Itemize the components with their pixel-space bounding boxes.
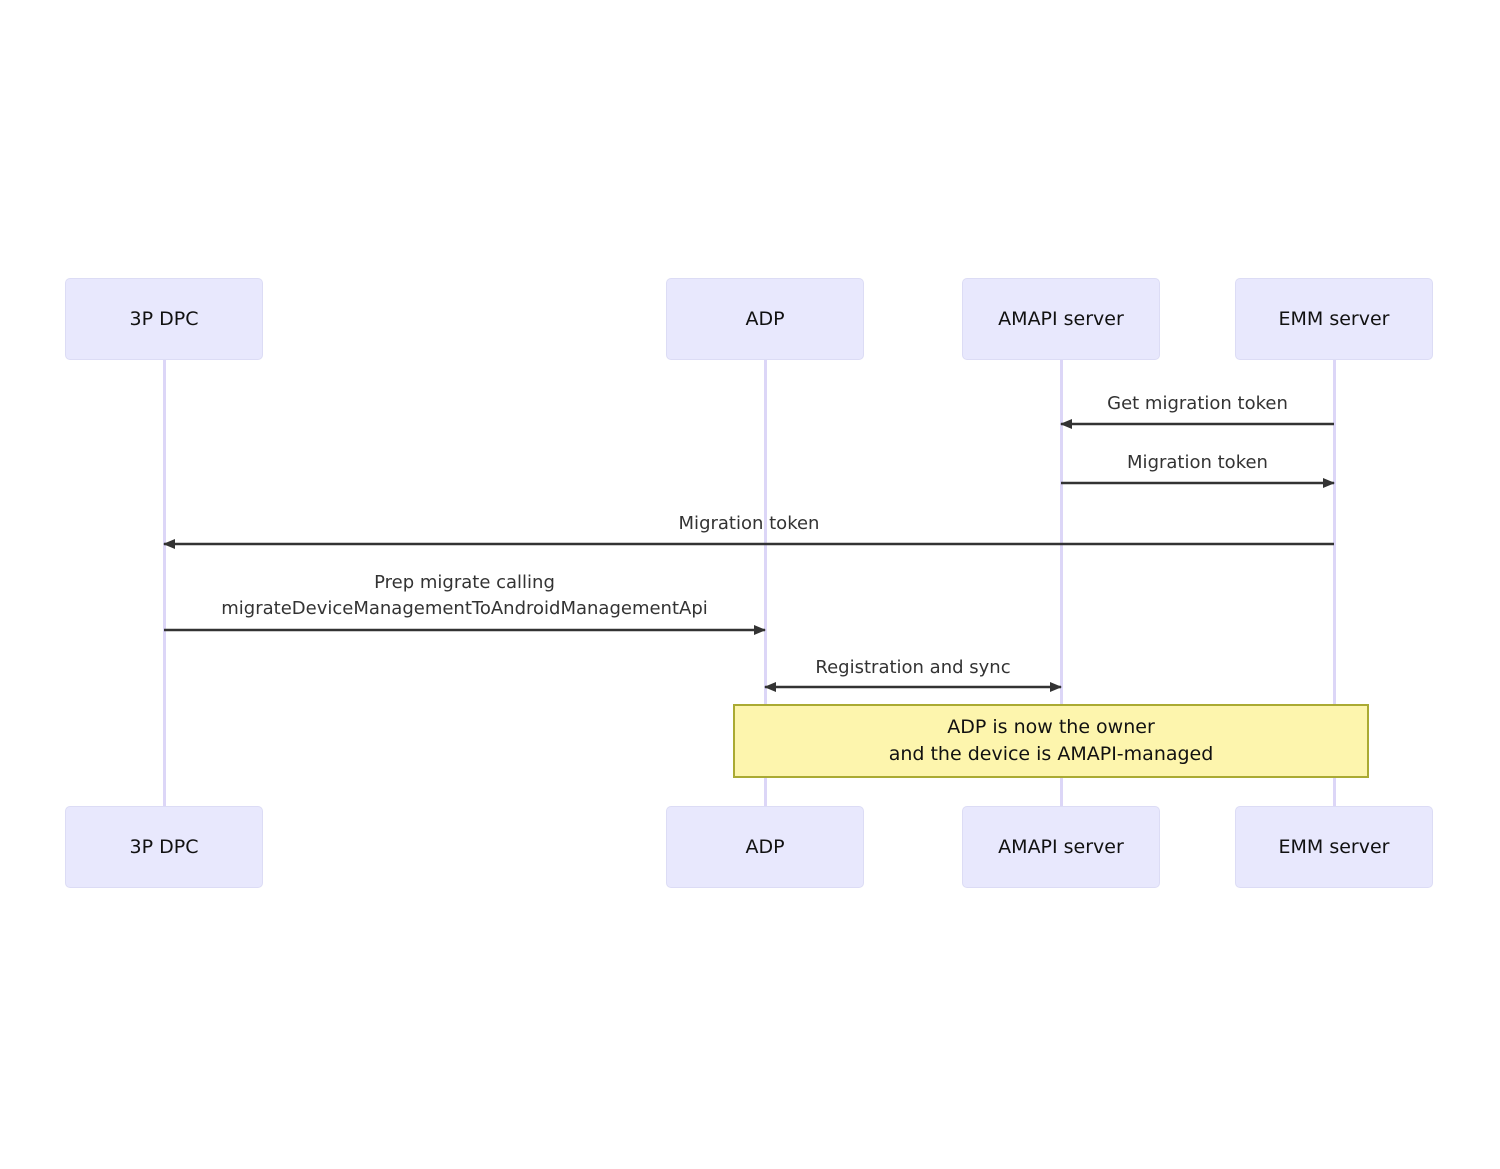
actor-box-adp-bottom[interactable]: ADP <box>666 806 864 888</box>
message-label-line: migrateDeviceManagementToAndroidManageme… <box>221 598 708 619</box>
actor-box-emm-top[interactable]: EMM server <box>1235 278 1433 360</box>
actor-box-adp-top[interactable]: ADP <box>666 278 864 360</box>
actor-label-emm: EMM server <box>1278 835 1390 858</box>
note-n1: ADP is now the owner and the device is A… <box>733 704 1369 778</box>
actor-box-emm-bottom[interactable]: EMM server <box>1235 806 1433 888</box>
message-label-m2: Migration token <box>1127 450 1268 476</box>
message-label-line: Get migration token <box>1107 393 1288 414</box>
lifeline-emm <box>1333 360 1336 806</box>
lifeline-adp <box>764 360 767 806</box>
actor-box-amapi-bottom[interactable]: AMAPI server <box>962 806 1160 888</box>
message-label-line: Migration token <box>678 513 820 534</box>
message-label-m5: Registration and sync <box>815 655 1010 681</box>
actor-label-dpc: 3P DPC <box>129 307 199 330</box>
actor-label-amapi: AMAPI server <box>998 307 1124 330</box>
actor-box-amapi-top[interactable]: AMAPI server <box>962 278 1160 360</box>
actor-label-dpc: 3P DPC <box>129 835 199 858</box>
message-label-m3: Migration token <box>679 511 820 537</box>
message-label-m1: Get migration token <box>1107 391 1288 417</box>
actor-label-amapi: AMAPI server <box>998 835 1124 858</box>
actor-box-dpc-top[interactable]: 3P DPC <box>65 278 263 360</box>
actor-label-adp: ADP <box>745 307 785 330</box>
message-label-line: Prep migrate calling <box>374 572 555 593</box>
lifeline-amapi <box>1060 360 1063 806</box>
message-label-line: Migration token <box>1127 452 1268 473</box>
actor-label-emm: EMM server <box>1278 307 1390 330</box>
message-label-m4: Prep migrate calling migrateDeviceManagem… <box>221 570 708 622</box>
message-label-line: Registration and sync <box>815 657 1011 678</box>
lifeline-dpc <box>163 360 166 806</box>
note-text: ADP is now the owner and the device is A… <box>888 716 1214 765</box>
actor-label-adp: ADP <box>745 835 785 858</box>
actor-box-dpc-bottom[interactable]: 3P DPC <box>65 806 263 888</box>
